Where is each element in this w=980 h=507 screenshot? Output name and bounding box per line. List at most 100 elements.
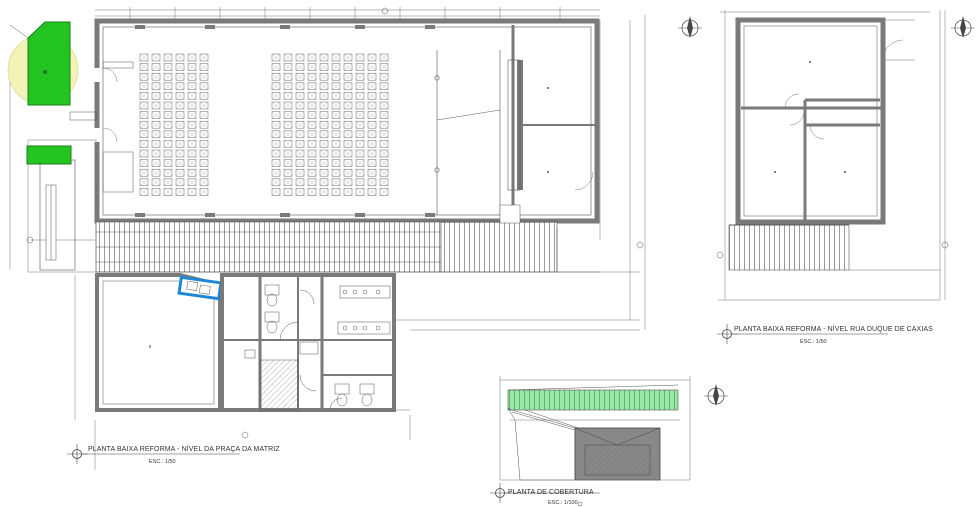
seat [295, 92, 305, 100]
seat [283, 82, 293, 91]
seat [331, 72, 341, 81]
seat [295, 149, 305, 158]
seat [307, 120, 317, 129]
roof-plan [499, 376, 691, 507]
seat [343, 82, 353, 91]
seat [367, 72, 377, 81]
seat [295, 63, 305, 71]
seat [283, 188, 293, 196]
seat [319, 111, 329, 119]
seat [379, 111, 389, 119]
seat [379, 72, 389, 81]
seat [331, 140, 341, 148]
seat [307, 82, 317, 91]
seat [283, 111, 293, 119]
seat [343, 101, 353, 110]
seat [379, 63, 389, 71]
seat [163, 101, 173, 110]
seat [151, 149, 161, 158]
seat [175, 168, 185, 177]
seat [271, 63, 281, 71]
seat [367, 159, 377, 167]
title-praca: PLANTA BAIXA REFORMA - NÍVEL DA PRAÇA DA… [88, 446, 280, 453]
seat [379, 130, 389, 139]
seat [151, 101, 161, 110]
seat [307, 101, 317, 110]
seat [379, 120, 389, 129]
seat [199, 178, 209, 187]
seat [139, 120, 149, 129]
seat [331, 111, 341, 119]
seat [151, 130, 161, 139]
seat [307, 130, 317, 139]
seat [187, 178, 197, 187]
seat [355, 120, 365, 129]
seat [319, 53, 329, 62]
seat [163, 92, 173, 100]
seat [355, 178, 365, 187]
seat [331, 53, 341, 62]
seat [175, 188, 185, 196]
title-marker-praca [67, 444, 240, 464]
seat [307, 149, 317, 158]
seat [187, 111, 197, 119]
seat [151, 188, 161, 196]
seat [319, 120, 329, 129]
seat [271, 101, 281, 110]
seat [163, 72, 173, 81]
seat [319, 188, 329, 196]
seat [175, 120, 185, 129]
seat [295, 130, 305, 139]
green-planter [27, 21, 71, 106]
north-arrow-icon [704, 384, 728, 406]
seat [367, 111, 377, 119]
seat [271, 159, 281, 167]
seat [151, 178, 161, 187]
seat [307, 63, 317, 71]
seat [139, 140, 149, 148]
seat [139, 178, 149, 187]
seat [319, 63, 329, 71]
seat [199, 111, 209, 119]
seat [163, 82, 173, 91]
seat [175, 159, 185, 167]
seat [355, 63, 365, 71]
seat [283, 101, 293, 110]
seat [343, 140, 353, 148]
seat [367, 130, 377, 139]
seat [163, 149, 173, 158]
seat [355, 149, 365, 158]
seat [319, 159, 329, 167]
seat [379, 53, 389, 62]
seat [151, 82, 161, 91]
seat [199, 130, 209, 139]
seat [307, 178, 317, 187]
seat [271, 188, 281, 196]
seat [139, 168, 149, 177]
seat [319, 168, 329, 177]
seat [199, 188, 209, 196]
seat [367, 149, 377, 158]
seat [163, 111, 173, 119]
seat [175, 72, 185, 81]
seat [187, 82, 197, 91]
seat [319, 149, 329, 158]
seat [343, 168, 353, 177]
seat [379, 140, 389, 148]
seat [175, 178, 185, 187]
seat [379, 101, 389, 110]
seat [355, 92, 365, 100]
seat [139, 92, 149, 100]
seat [367, 168, 377, 177]
seat [343, 92, 353, 100]
seat [187, 168, 197, 177]
seat [163, 159, 173, 167]
seat [307, 168, 317, 177]
seat [163, 188, 173, 196]
seat [367, 178, 377, 187]
seat [379, 149, 389, 158]
north-arrow-icon [678, 16, 702, 38]
seat [271, 53, 281, 62]
seat [139, 111, 149, 119]
seat [187, 120, 197, 129]
